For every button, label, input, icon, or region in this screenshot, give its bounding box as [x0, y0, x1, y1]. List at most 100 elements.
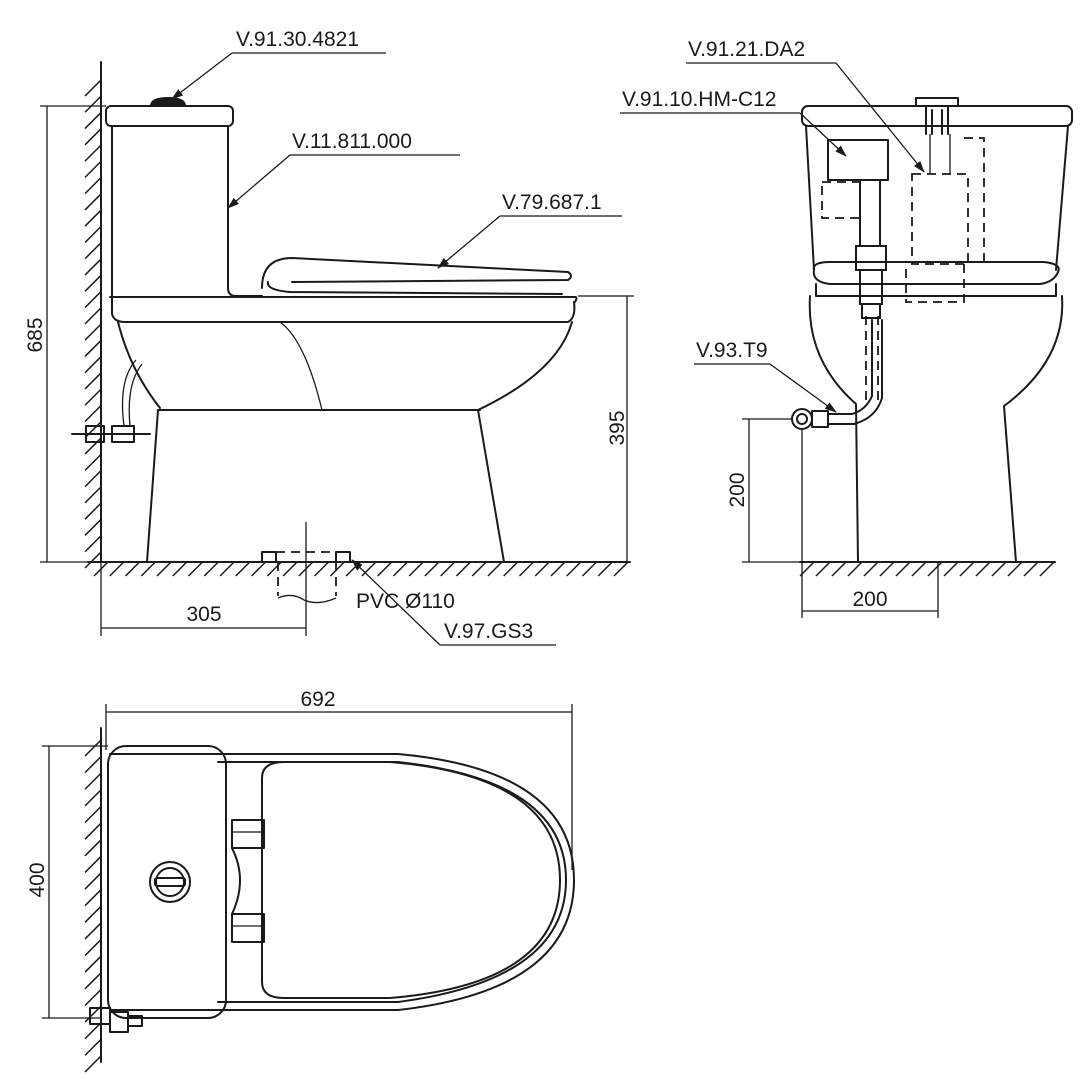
side-wall-hatch — [84, 79, 102, 569]
hatch-stroke — [911, 561, 927, 577]
front-tank-lid — [801, 105, 1073, 127]
top-flush-button-ring — [155, 867, 185, 897]
hatch-stroke — [84, 307, 102, 325]
hatch-stroke — [84, 739, 102, 757]
front-fill-valve — [821, 139, 889, 319]
top-supply-valve — [89, 1007, 143, 1033]
callout-fill-valve-label: V.91.10.HM-C12 — [622, 88, 776, 111]
tank-lid — [105, 105, 234, 127]
front-bowl — [808, 295, 1064, 563]
hatch-stroke — [440, 561, 456, 577]
supply-hose — [121, 359, 143, 427]
callout-leader — [351, 559, 441, 646]
hatch-stroke — [84, 470, 102, 488]
hatch-stroke — [345, 561, 361, 577]
hatch-stroke — [84, 1038, 102, 1056]
hatch-stroke — [84, 955, 102, 973]
hatch-stroke — [84, 1022, 102, 1040]
hatch-stroke — [927, 561, 943, 577]
hatch-stroke — [613, 561, 629, 577]
side-drain-pipe — [261, 522, 351, 636]
valve-body — [85, 425, 105, 443]
hatch-stroke — [1039, 561, 1055, 577]
callout-seat-cover: V.79.687.1 — [437, 191, 622, 269]
fill-valve-nut — [855, 245, 887, 271]
hatch-stroke — [84, 112, 102, 130]
top-valve-tip — [127, 1015, 143, 1027]
hatch-stroke — [84, 193, 102, 211]
dim-seat-height-label: 395 — [606, 410, 629, 445]
hatch-stroke — [895, 561, 911, 577]
callout-floor-gasket-label: V.97.GS3 — [444, 620, 533, 643]
top-flush-button-outer — [149, 861, 191, 903]
dim-supply-offset-label: 200 — [852, 588, 887, 611]
hatch-stroke — [424, 561, 440, 577]
hatch-stroke — [84, 839, 102, 857]
hatch-stroke — [84, 535, 102, 553]
hatch-stroke — [84, 805, 102, 824]
top-seat-lid — [261, 761, 561, 999]
hatch-stroke — [943, 561, 959, 577]
hatch-stroke — [84, 421, 102, 439]
drain-flange — [261, 551, 351, 563]
hinge-blocks — [231, 819, 265, 943]
rim-top-line — [109, 296, 578, 303]
hatch-stroke — [503, 561, 519, 577]
top-flush-button-bar — [154, 877, 186, 887]
callout-flush-button-label: V.91.30.4821 — [236, 28, 359, 51]
hatch-stroke — [282, 561, 298, 577]
front-flush-valve — [905, 134, 985, 303]
front-supply — [791, 319, 883, 430]
drain-break — [277, 594, 337, 604]
rim-band — [111, 296, 576, 323]
hatch-stroke — [219, 561, 235, 577]
hatch-stroke — [534, 561, 550, 577]
dim-total-height: 685 — [24, 105, 106, 563]
hatch-stroke — [84, 453, 102, 471]
callout-flush-button: V.91.30.4821 — [171, 28, 386, 100]
callout-leader — [227, 154, 291, 209]
fill-valve-shaft — [859, 179, 881, 247]
hatch-stroke — [84, 242, 102, 260]
callout-floor-gasket: V.97.GS3 — [351, 559, 556, 646]
flush-valve-overflow — [964, 137, 985, 262]
seat-lid — [261, 257, 572, 289]
flush-valve-body — [911, 173, 969, 265]
callout-supply-hose-label: V.93.T9 — [696, 339, 768, 362]
callout-ceramic-body-label: V.11.811.000 — [292, 130, 412, 153]
hatch-stroke — [329, 561, 345, 577]
callout-leader — [769, 363, 837, 413]
top-wall-hatch — [84, 739, 102, 1073]
fill-valve-shank — [859, 269, 883, 305]
flush-button-icon — [150, 97, 186, 106]
hatch-stroke — [235, 561, 251, 577]
hatch-stroke — [84, 922, 102, 940]
dim-total-height-label: 685 — [24, 317, 47, 352]
hatch-stroke — [84, 972, 102, 990]
hatch-stroke — [266, 561, 282, 577]
callout-leader — [437, 215, 501, 269]
front-view: 200 200 V.91.21.DA2 V.91.10.HM-C12 V.93.… — [620, 38, 1073, 618]
hatch-stroke — [84, 789, 102, 807]
hatch-stroke — [84, 356, 102, 374]
hatch-stroke — [172, 561, 188, 577]
front-seat-ring — [815, 283, 1057, 297]
hatch-stroke — [188, 561, 204, 577]
callout-fill-valve: V.91.10.HM-C12 — [620, 88, 847, 157]
hatch-stroke — [84, 872, 102, 890]
dim-supply-height-label: 200 — [726, 472, 749, 507]
hatch-stroke — [84, 486, 102, 504]
bowl-curve — [117, 321, 573, 411]
hatch-stroke — [815, 561, 831, 577]
hatch-stroke — [84, 339, 102, 357]
side-supply-valve — [71, 359, 151, 443]
callout-flush-valve: V.91.21.DA2 — [686, 38, 925, 173]
hatch-stroke — [84, 437, 102, 455]
hatch-stroke — [1007, 561, 1023, 577]
dim-supply-offset: 200 — [801, 430, 939, 618]
front-floor-hatch — [799, 561, 1055, 577]
front-valve-inner — [796, 413, 808, 425]
hatch-stroke — [84, 889, 102, 907]
pipe-label: PVC Ø110 — [356, 590, 455, 613]
front-button-rods — [925, 105, 949, 135]
